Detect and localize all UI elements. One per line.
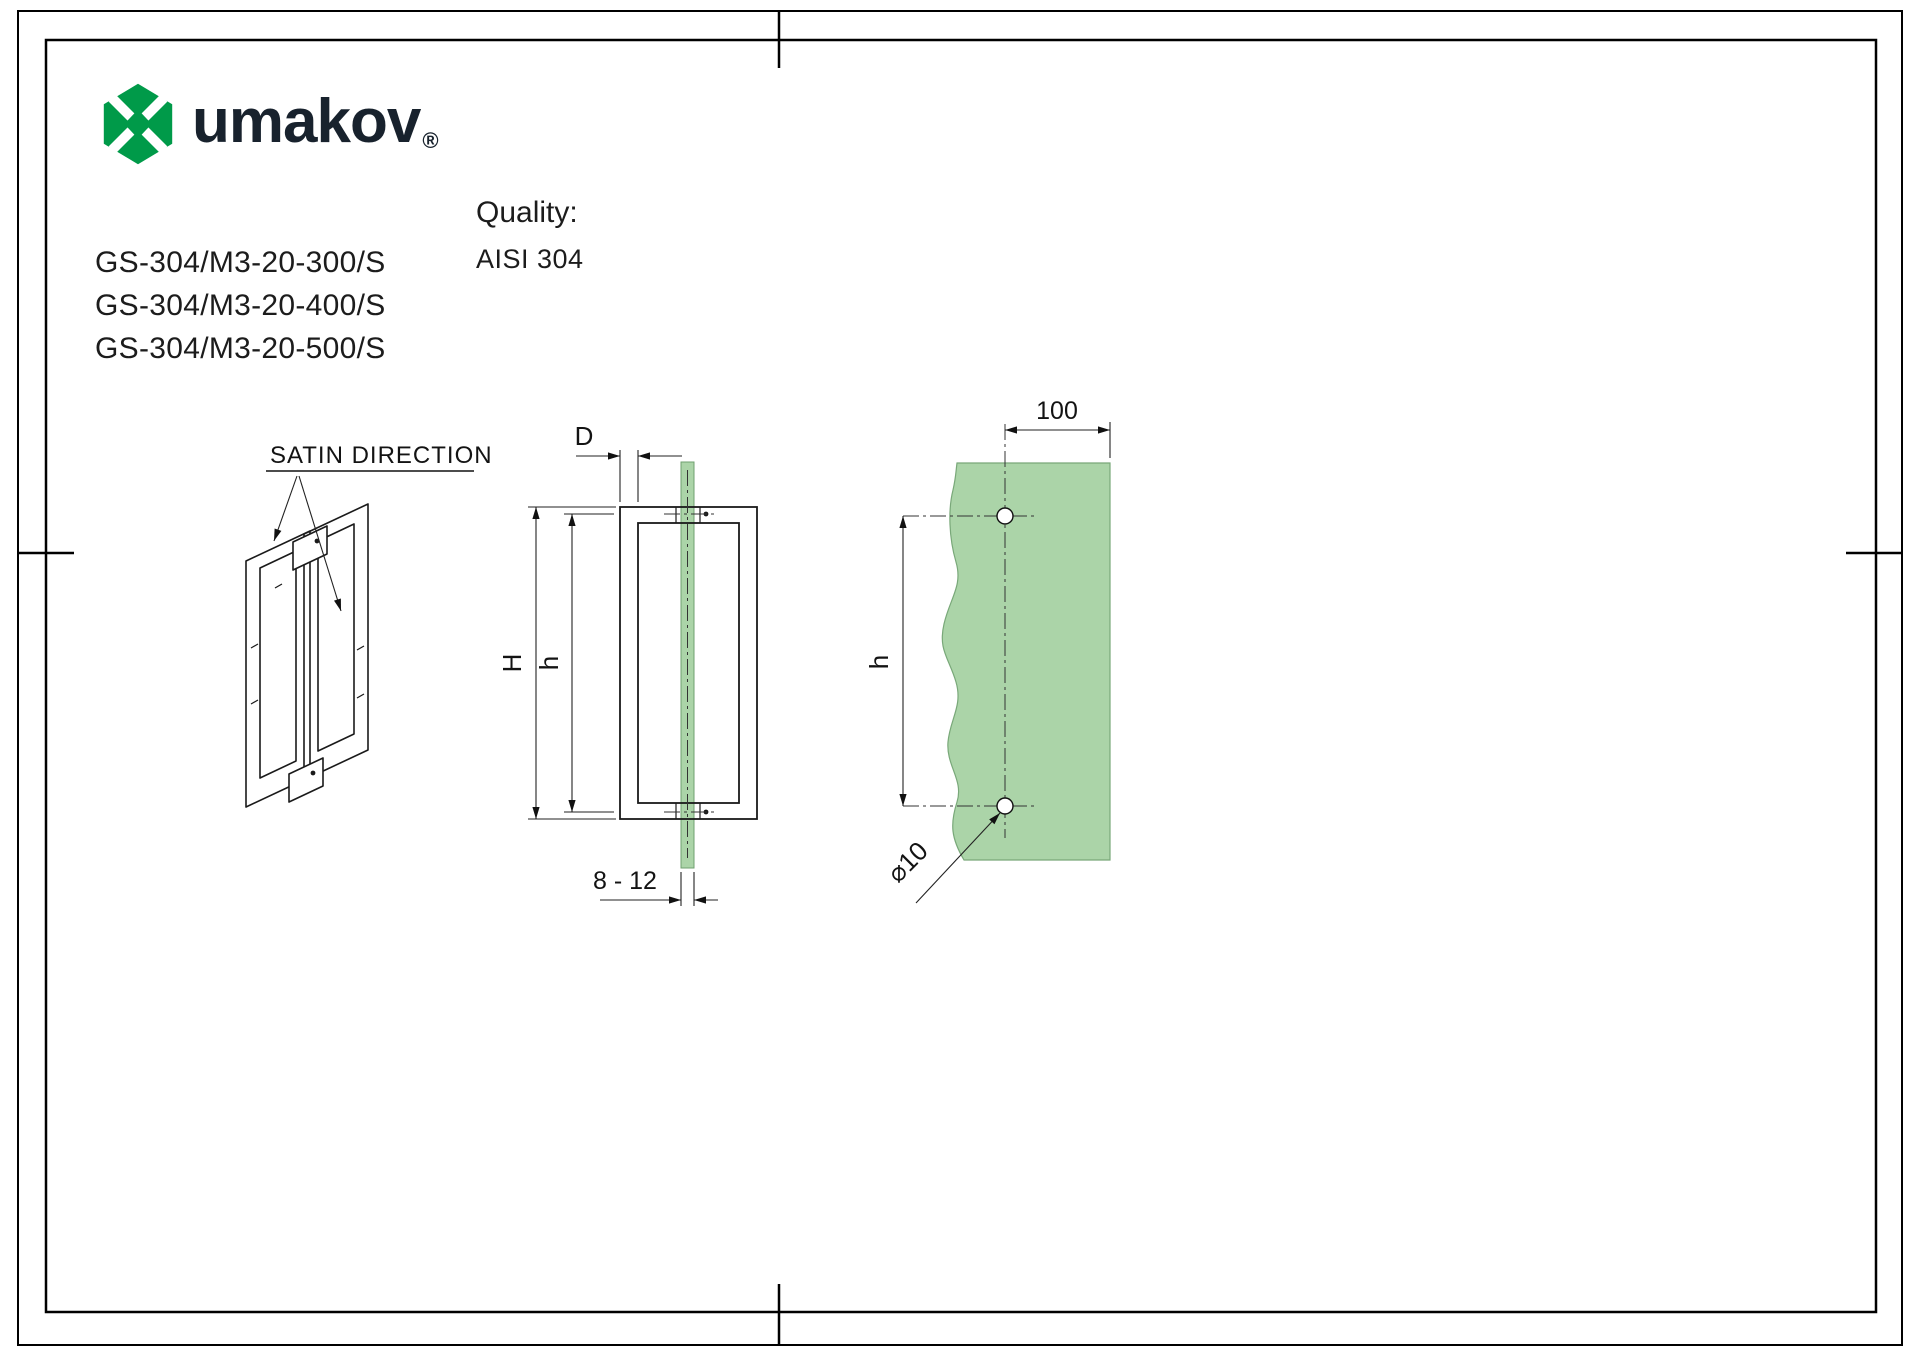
bottom-mount-screw [310,770,316,776]
top-drill-hole [996,507,1014,525]
dim-dia-leader [915,812,1001,904]
product-code: GS-304/M3-20-300/S [95,246,386,279]
registered-trademark-symbol: ® [422,128,439,153]
section-view [619,461,758,869]
dim-glass-label: 8 - 12 [593,867,657,895]
dim-dia-label: ⌀10 [881,836,934,889]
brand-wordmark: umakov [192,87,421,156]
front-view [903,424,1111,861]
bottom-drill-hole [996,797,1014,815]
section-centerlines [664,470,714,858]
satin-texture-ticks [250,583,365,705]
satin-direction-label: SATIN DIRECTION [270,442,493,469]
mount-faces [675,507,701,819]
product-code: GS-304/M3-20-500/S [95,332,386,365]
frame-outer-border [17,10,1903,1346]
umakov-logo-icon [103,83,173,165]
back-loop-outer [303,503,369,781]
back-loop-inner [317,523,355,752]
bottom-mount-block [288,757,324,803]
satin-leader-arrow-2 [298,475,342,612]
brand-logo: umakov® [100,82,439,166]
front-loop-outer [245,530,311,808]
front-loop-inner [259,550,297,779]
dim-h-side-label: h [534,656,564,670]
product-code-list: GS-304/M3-20-300/S GS-304/M3-20-400/S GS… [95,241,386,370]
product-code: GS-304/M3-20-400/S [95,289,386,322]
glass-panel [941,462,1111,861]
quality-label: Quality: [476,196,578,229]
quality-value: AISI 304 [476,244,584,274]
handle-outer-profile [619,506,758,820]
dim-h-front-label: h [864,655,894,669]
frame-inner-border [44,38,1878,1314]
isometric-view [245,503,369,808]
dimensions: SATIN DIRECTION D H h 8 - [266,397,1111,906]
dim-d-label: D [575,421,594,451]
dim-100-label: 100 [1036,397,1078,425]
dim-H-label: H [497,654,527,673]
quality-block: Quality: AISI 304 [476,196,584,275]
satin-leader-arrow-1 [273,475,298,542]
drawing-frame [17,10,1903,1346]
handle-inner-profile [637,522,740,804]
top-mount-screw [314,538,320,544]
